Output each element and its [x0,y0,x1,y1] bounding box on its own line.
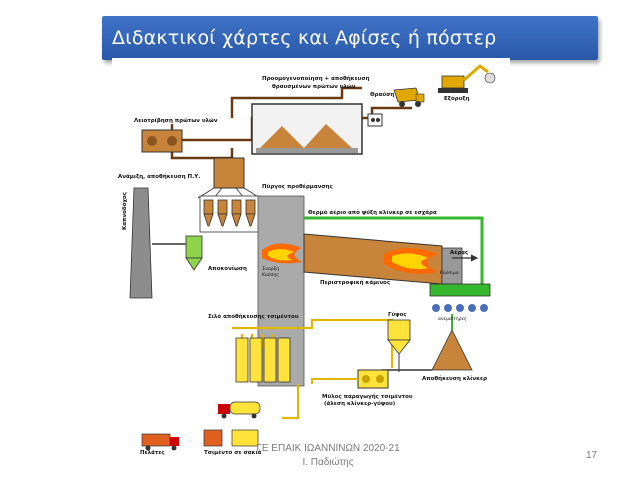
cement-silos [235,337,291,383]
label-kiln: Περιστροφική κάμινος [320,279,390,286]
label-prehomogenization-2: θραυσμένων πρώτων υλών [272,83,356,90]
slide-title: Διδακτικοί χάρτες και Αφίσες ή πόστερ [112,27,497,49]
label-cement-silos: Σιλό αποθήκευσης τσιμέντου [208,313,299,320]
label-air: Αέρας [450,249,468,256]
gypsum-hopper [387,319,411,372]
clinker-pile [382,314,473,371]
slide-footer: ΓΕ ΕΠΑΙΚ ΙΩΑΝΝΙΝΩΝ 2020-21 Ι. Παδιώτης [228,442,428,470]
bulk-truck-icon [218,401,261,419]
slide-title-bar: Διδακτικοί χάρτες και Αφίσες ή πόστερ [102,16,598,60]
bags-icon [203,429,259,447]
label-fuel: Καύσιμο [440,269,459,276]
label-blending: Ανάμιξη, αποθήκευση Π.Υ. [118,173,200,180]
label-bags: Τσιμέντο σε σακιά [204,449,262,456]
rotary-kiln [303,233,463,285]
label-dedusting: Αποκονίωση [208,265,247,272]
chimney [129,187,153,299]
label-cement-mill: Μύλος παραγωγής τσιμέντου [322,393,413,400]
label-gypsum: Γύψος [388,311,407,318]
clinker-cooler [429,283,491,312]
crusher-icon [367,113,383,127]
label-cement-mill-2: (άλεση κλίνκερ-γύψου) [324,400,396,407]
prehomogenization-shed [251,103,363,155]
dedusting-filter [152,235,203,271]
label-customers: Πελάτες [140,449,165,456]
label-hot-air: Θερμό αέριο από ψύξη κλίνκερ σε εσχάρα [308,209,437,216]
customer-truck-icon [141,433,179,451]
blending-silo [197,157,261,199]
label-chimney: Καπνοδόχος [121,192,128,230]
page-number: 17 [586,450,598,461]
label-preheater: Πύργος προθέρμανσης [262,183,333,190]
truck-icon [393,87,425,107]
footer-school: ΓΕ ΕΠΑΙΚ ΙΩΑΝΝΙΝΩΝ 2020-21 [256,443,400,454]
hot-gas-duct [304,216,484,288]
footer-author: Ι. Παδιώτης [302,457,354,468]
label-raw-grinding: Λειοτρίβηση πρώτων υλών [134,117,218,124]
flame-icon [262,243,438,274]
raw-mill [141,129,183,153]
label-ignition: Έναρξη [261,265,279,272]
excavator-icon [438,64,496,93]
process-svg: Προομογενοποίηση + αποθήκευση θραυσμένων… [118,64,496,456]
label-prehomogenization: Προομογενοποίηση + αποθήκευση [262,75,370,82]
label-crushing: Θραύση [370,91,394,98]
label-coolers: ανεμιστήρες [438,315,467,322]
label-quarrying: Εξόρυξη [444,95,470,102]
label-clinker-storage: Αποθήκευση κλίνκερ [422,375,487,382]
label-ignition-2: Καύσης [262,271,279,278]
cement-process-diagram: Προομογενοποίηση + αποθήκευση θραυσμένων… [112,58,510,456]
cement-mill [311,369,389,389]
